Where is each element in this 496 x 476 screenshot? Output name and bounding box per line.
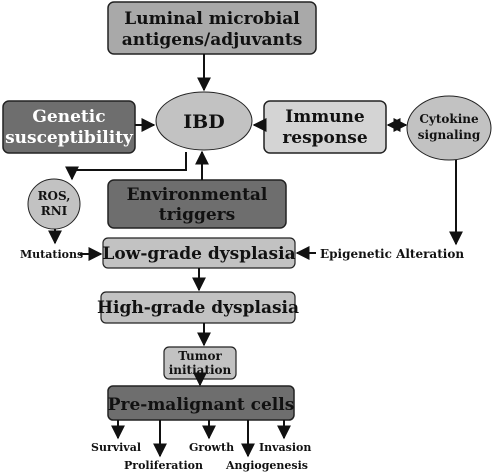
connectors [48,54,463,458]
immune-response-node: Immune response [263,100,387,154]
immune-line2: response [282,128,367,148]
genetic-susceptibility-node: Genetic susceptibility [2,100,136,154]
luminal-antigens-line1: Luminal microbial [124,9,300,29]
immune-line1: Immune [285,107,365,127]
genetic-line1: Genetic [32,107,105,127]
ros-line1: ROS, [38,189,71,203]
luminal-antigens-node: Luminal microbial antigens/adjuvants [107,1,317,55]
high-grade-label: High-grade dysplasia [97,298,299,318]
epigenetic-alteration-label: Epigenetic Alteration [320,247,464,261]
outcome-angiogenesis: Angiogenesis [225,459,308,472]
tumor-line2: initiation [169,363,232,377]
environmental-line1: Environmental [127,185,268,205]
luminal-antigens-line2: antigens/adjuvants [122,30,303,50]
ibd-node: IBD [155,91,253,151]
mutations-label: Mutations [20,248,83,261]
low-grade-dysplasia-node: Low-grade dysplasia [102,237,296,269]
outcome-survival: Survival [91,441,141,454]
tumor-initiation-node: Tumor initiation [163,346,237,380]
high-grade-dysplasia-node: High-grade dysplasia [97,291,299,324]
cytokine-line2: signaling [418,128,481,142]
genetic-line2: susceptibility [5,128,134,148]
ros-rni-node: ROS, RNI [27,178,81,230]
outcome-invasion: Invasion [259,441,311,454]
environmental-triggers-node: Environmental triggers [107,179,287,229]
tumor-line1: Tumor [178,349,222,363]
environmental-line2: triggers [159,205,235,225]
outcome-proliferation: Proliferation [124,459,203,472]
pre-malignant-cells-node: Pre-malignant cells [107,385,295,421]
cytokine-signaling-node: Cytokine signaling [406,95,492,161]
cytokine-line1: Cytokine [419,112,479,126]
low-grade-label: Low-grade dysplasia [102,244,295,264]
arrow-ibd-to-ros [65,152,187,181]
pre-malignant-label: Pre-malignant cells [108,395,295,415]
ros-line2: RNI [41,204,68,218]
outcome-growth: Growth [189,441,234,454]
ibd-label: IBD [183,111,224,133]
